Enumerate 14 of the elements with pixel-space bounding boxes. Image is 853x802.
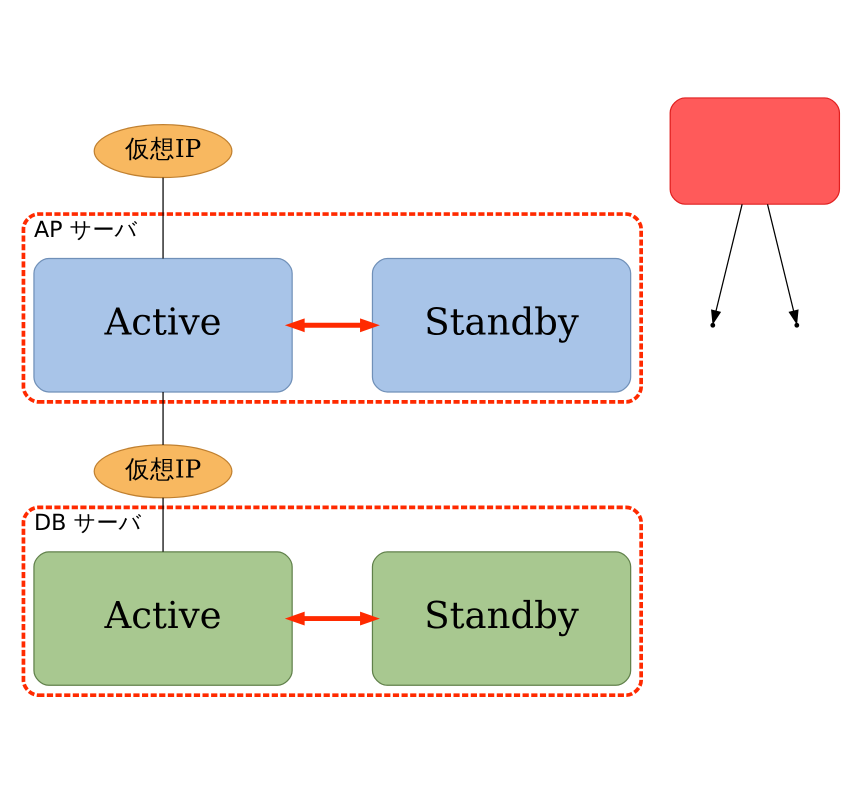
node-box: Standby [372,550,632,686]
arrow [711,204,743,325]
connector [162,497,164,552]
node-box: Active [33,257,293,392]
node-box [670,96,840,204]
node-box: Active [33,550,293,686]
node-ellipse: 仮想IP [94,123,232,178]
arrow [284,611,380,626]
arrow [284,318,380,332]
node-ellipse: 仮想IP [94,444,232,498]
connector [162,391,164,444]
connector [162,177,164,258]
node-box: Standby [372,257,632,392]
arrow [766,204,799,325]
